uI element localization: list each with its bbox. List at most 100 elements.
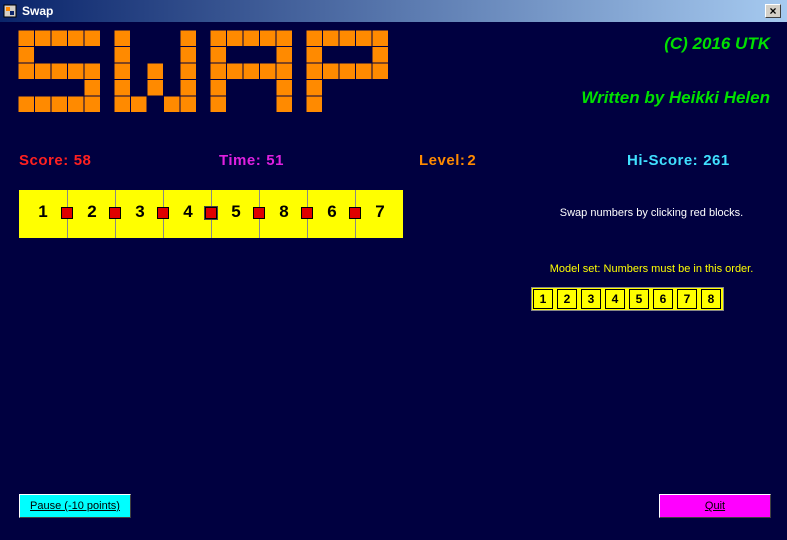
logo-block xyxy=(130,95,148,112)
level-label: Level: xyxy=(419,152,466,169)
instructions-text: Swap numbers by clicking red blocks. xyxy=(559,207,744,219)
logo-block xyxy=(259,30,277,47)
swap-button-6[interactable] xyxy=(301,207,313,219)
logo-block xyxy=(50,95,68,112)
logo-block xyxy=(179,79,197,97)
logo-block xyxy=(275,30,293,47)
model-cell: 2 xyxy=(557,289,577,309)
logo-block xyxy=(305,79,323,97)
swap-button-2[interactable] xyxy=(109,207,121,219)
board-number: 1 xyxy=(38,202,48,221)
logo-block xyxy=(322,62,340,80)
swap-button-5[interactable] xyxy=(253,207,265,219)
logo-block xyxy=(113,46,131,64)
level-display: Level:2 xyxy=(419,152,476,169)
board-number: 6 xyxy=(327,202,337,221)
logo-block xyxy=(371,46,388,64)
logo-block xyxy=(242,30,260,47)
logo-block xyxy=(275,46,293,64)
board-slot: 6 xyxy=(307,190,355,238)
model-cell: 5 xyxy=(629,289,649,309)
logo-block xyxy=(338,62,356,80)
logo-block xyxy=(259,62,277,80)
close-button[interactable]: × xyxy=(765,4,781,18)
logo-block xyxy=(305,95,323,112)
swap-button-7[interactable] xyxy=(349,207,361,219)
board-number: 2 xyxy=(87,202,97,221)
logo-block xyxy=(305,30,323,47)
title-bar: Swap × xyxy=(0,0,787,22)
time-value: 51 xyxy=(266,152,284,169)
swap-button-4[interactable] xyxy=(204,206,218,220)
logo-block xyxy=(18,62,35,80)
board-number: 5 xyxy=(231,202,241,221)
score-label: Score: xyxy=(19,152,69,169)
logo-block xyxy=(275,79,293,97)
quit-button[interactable]: Quit xyxy=(659,494,771,518)
logo-block xyxy=(355,62,373,80)
author-text: Written by Heikki Helen xyxy=(581,88,770,107)
logo-block xyxy=(179,62,197,80)
logo-block xyxy=(113,62,131,80)
board-slot: 7 xyxy=(355,190,403,238)
logo-block xyxy=(242,62,260,80)
board-number: 4 xyxy=(183,202,193,221)
logo-block xyxy=(113,79,131,97)
window-title: Swap xyxy=(22,4,54,18)
logo-block xyxy=(226,62,244,80)
board-slot: 5 xyxy=(211,190,259,238)
logo-block xyxy=(371,62,388,80)
logo-block xyxy=(83,62,101,80)
logo-block xyxy=(34,62,52,80)
logo-block xyxy=(18,95,35,112)
game-area: (C) 2016 UTK Written by Heikki Helen Sco… xyxy=(0,22,787,540)
swap-button-3[interactable] xyxy=(157,207,169,219)
logo-block xyxy=(275,95,293,112)
model-cell: 7 xyxy=(677,289,697,309)
logo-block xyxy=(322,30,340,47)
logo-block xyxy=(209,79,227,97)
logo-block xyxy=(83,30,101,47)
logo-block xyxy=(305,62,323,80)
logo-block xyxy=(209,30,227,47)
logo-block xyxy=(18,30,35,47)
logo-block xyxy=(18,46,35,64)
logo-block xyxy=(83,95,101,112)
logo-block xyxy=(355,30,373,47)
swap-logo xyxy=(18,30,388,112)
board-slot: 3 xyxy=(115,190,163,238)
board-slot: 1 xyxy=(19,190,67,238)
level-value: 2 xyxy=(467,152,477,169)
logo-block xyxy=(209,62,227,80)
logo-block xyxy=(226,30,244,47)
logo-block xyxy=(305,46,323,64)
logo-block xyxy=(275,62,293,80)
model-cell: 4 xyxy=(605,289,625,309)
board-number: 8 xyxy=(279,202,289,221)
logo-block xyxy=(113,30,131,47)
logo-block xyxy=(146,62,164,80)
pause-button[interactable]: Pause (-10 points) xyxy=(19,494,131,518)
score-display: Score:58 xyxy=(19,152,91,169)
logo-block xyxy=(67,95,85,112)
logo-block xyxy=(50,30,68,47)
logo-block xyxy=(338,30,356,47)
logo-block xyxy=(209,95,227,112)
logo-block xyxy=(113,95,131,112)
model-cell: 3 xyxy=(581,289,601,309)
hiscore-label: Hi-Score: xyxy=(627,152,699,169)
app-icon xyxy=(3,4,17,18)
logo-block xyxy=(34,30,52,47)
model-cell: 6 xyxy=(653,289,673,309)
board-slot: 8 xyxy=(259,190,307,238)
logo-block xyxy=(209,46,227,64)
board-number: 7 xyxy=(375,202,385,221)
logo-block xyxy=(67,30,85,47)
score-value: 58 xyxy=(73,152,92,169)
model-set-label: Model set: Numbers must be in this order… xyxy=(549,263,754,275)
logo-block xyxy=(146,79,164,97)
board-number: 3 xyxy=(135,202,145,221)
time-label: Time: xyxy=(219,152,262,169)
logo-block xyxy=(50,62,68,80)
swap-button-1[interactable] xyxy=(61,207,73,219)
